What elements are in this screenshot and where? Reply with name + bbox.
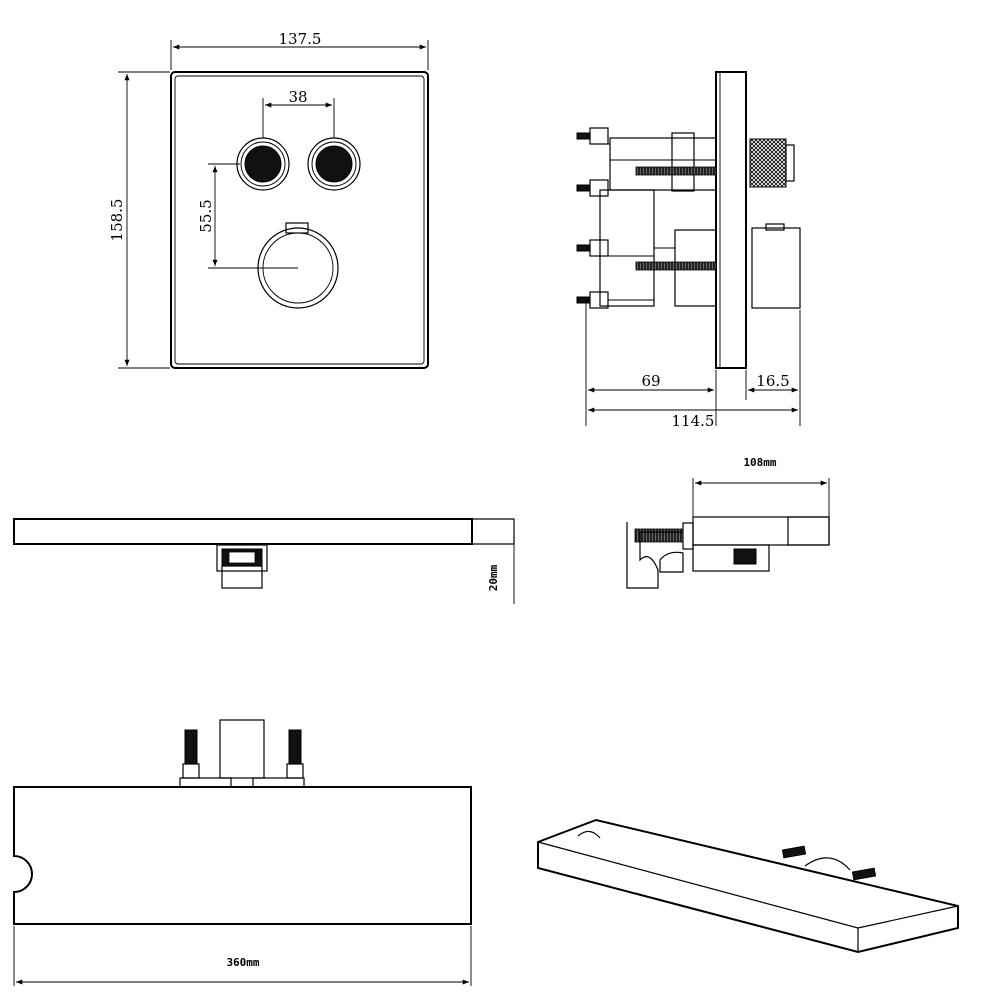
- knob-cap: [751, 227, 801, 309]
- push-button-right: [307, 137, 361, 191]
- panel-inner-edge: [174, 75, 425, 365]
- dim-label-side-depth: 69: [641, 372, 660, 390]
- dim-spout-height: 20mm: [487, 519, 515, 604]
- dim-panel-height: 158.5: [108, 71, 170, 369]
- dim-side-depth: 69: [588, 372, 714, 393]
- dim-side-front: 16.5: [748, 372, 798, 393]
- thermostat-knob: [257, 222, 339, 309]
- dim-label-button-to-knob: 55.5: [197, 199, 215, 232]
- spout-front-view: 20mm: [13, 518, 515, 604]
- spout-isometric-view: [537, 818, 959, 954]
- side-plate: [715, 71, 747, 369]
- knurled-button: [749, 138, 787, 188]
- dim-label-spout-length: 108mm: [743, 456, 776, 469]
- spout-top-view: 360mm: [13, 719, 472, 986]
- dim-side-total: 114.5: [588, 407, 798, 430]
- dim-panel-width: 137.5: [170, 30, 429, 70]
- dim-spout-width: 360mm: [13, 926, 472, 986]
- dim-label-panel-height: 158.5: [108, 199, 126, 242]
- inlet-fittings: [576, 127, 654, 309]
- push-button-left: [236, 137, 290, 191]
- dim-label-button-spacing: 38: [288, 88, 307, 106]
- dim-label-spout-width: 360mm: [226, 956, 259, 969]
- dim-label-side-total: 114.5: [672, 412, 715, 430]
- dim-label-side-front: 16.5: [756, 372, 789, 390]
- spout-side-view: 108mm: [626, 456, 830, 589]
- dim-button-to-knob: 55.5: [197, 163, 298, 269]
- front-view: 137.5 158.5 38 55.5: [108, 30, 429, 369]
- panel-outline: [170, 71, 429, 369]
- dim-label-spout-height: 20mm: [487, 564, 500, 591]
- dim-label-panel-width: 137.5: [279, 30, 322, 48]
- side-view: 69 16.5 114.5: [576, 71, 801, 430]
- dim-spout-length: 108mm: [692, 456, 830, 517]
- dim-button-spacing: 38: [262, 88, 335, 138]
